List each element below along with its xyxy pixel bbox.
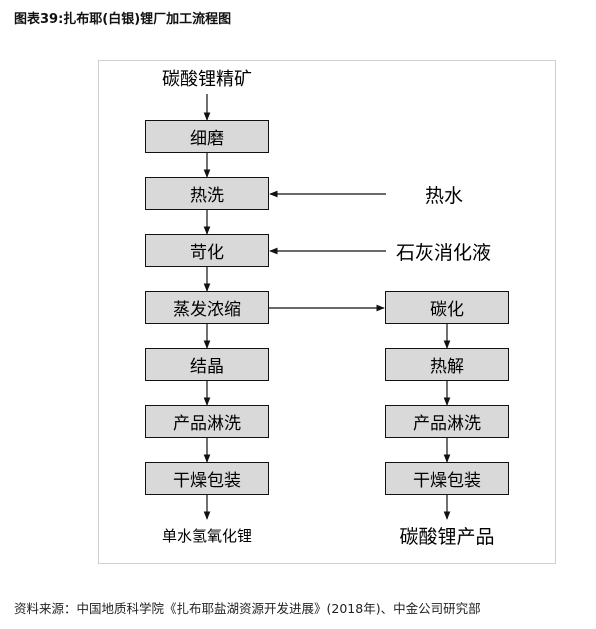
step-causticizing: 苛化: [145, 234, 269, 267]
step-crystallization: 结晶: [145, 348, 269, 381]
side-input-lime-solution: 石灰消化液: [396, 241, 492, 264]
diagram-frame: [98, 60, 556, 564]
figure-title: 图表39:扎布耶(白银)锂厂加工流程图: [14, 12, 232, 27]
step-drying-packing-right: 干燥包装: [385, 462, 509, 495]
step-pyrolysis: 热解: [385, 348, 509, 381]
step-drying-packing-left: 干燥包装: [145, 462, 269, 495]
input-label: 碳酸锂精矿: [162, 69, 252, 90]
step-evaporation: 蒸发浓缩: [145, 291, 269, 324]
source-note: 资料来源：中国地质科学院《扎布耶盐湖资源开发进展》(2018年)、中金公司研究部: [14, 601, 481, 616]
output-label-right: 碳酸锂产品: [399, 525, 495, 548]
step-product-rinse-left: 产品淋洗: [145, 405, 269, 438]
step-hot-wash: 热洗: [145, 177, 269, 210]
side-input-hot-water: 热水: [425, 184, 464, 207]
output-label-left: 单水氢氧化锂: [161, 526, 252, 545]
step-fine-grinding: 细磨: [145, 120, 269, 153]
step-carbonation: 碳化: [385, 291, 509, 324]
step-product-rinse-right: 产品淋洗: [385, 405, 509, 438]
